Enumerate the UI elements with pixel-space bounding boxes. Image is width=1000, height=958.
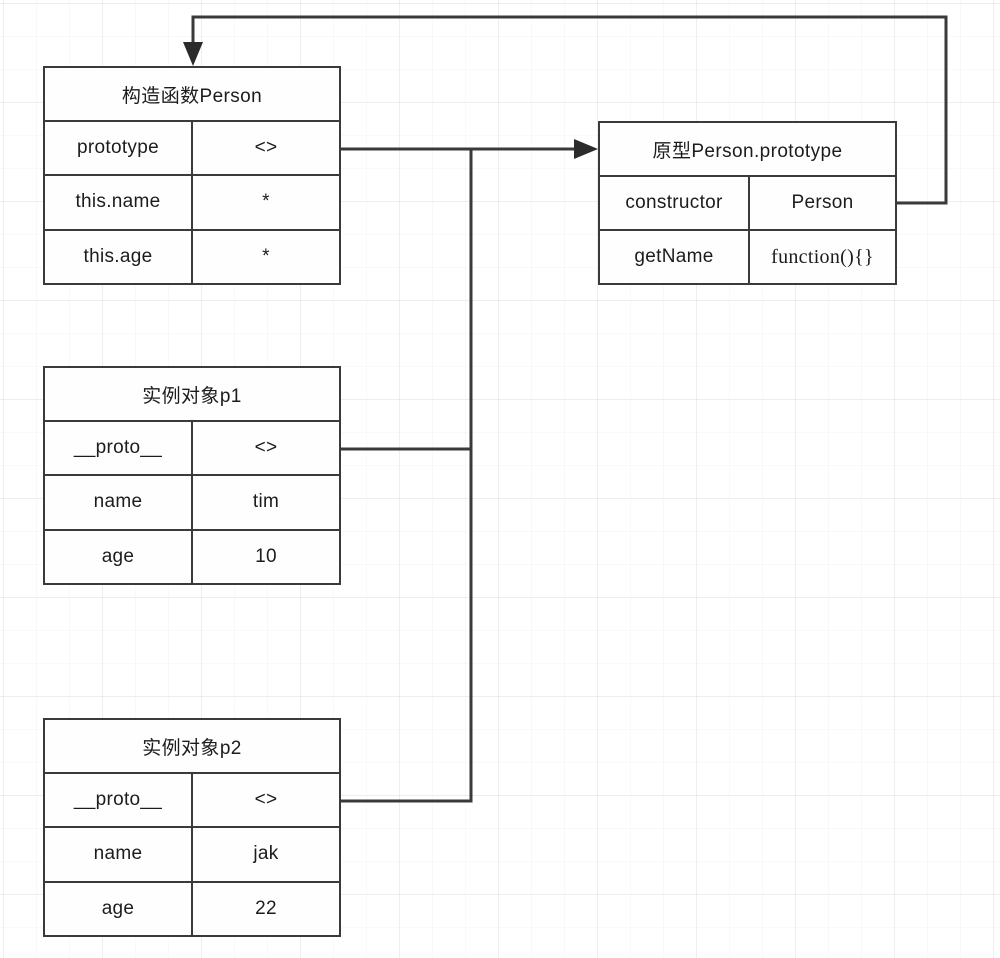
arrowhead-into-prototype <box>574 139 598 159</box>
cell-key-prototype: prototype <box>45 122 193 175</box>
cell-key-p1-name: name <box>45 476 193 529</box>
node-header-p1: 实例对象p1 <box>45 368 339 422</box>
cell-value-this-name: * <box>262 191 270 213</box>
cell-key-p2-age: age <box>45 882 193 935</box>
cell-value-p2-age: 22 <box>255 897 277 919</box>
node-constructor-person[interactable]: 构造函数Person prototype <> this.name * this… <box>43 66 341 285</box>
table-row: name jak <box>45 828 339 883</box>
node-header-person: 构造函数Person <box>45 68 339 122</box>
cell-key-constructor: constructor <box>600 177 750 229</box>
arrowhead-into-person <box>183 42 203 66</box>
cell-key-this-age: this.age <box>45 230 193 283</box>
table-row: name tim <box>45 476 339 531</box>
table-row: constructor Person <box>600 177 895 231</box>
table-row: age 22 <box>45 882 339 935</box>
cell-value-this-age: * <box>262 245 270 267</box>
cell-value-p2-name: jak <box>253 843 279 865</box>
connector-p2-proto-to-prototype <box>341 449 473 803</box>
table-row: prototype <> <box>45 122 339 177</box>
cell-value-prototype: <> <box>254 137 278 159</box>
table-row: this.age * <box>45 230 339 283</box>
cell-value-p1-name: tim <box>252 491 280 513</box>
node-prototype-object[interactable]: 原型Person.prototype constructor Person ge… <box>598 121 897 285</box>
cell-value-getname: function(){} <box>771 245 874 268</box>
cell-key-p1-age: age <box>45 530 193 583</box>
node-header-prototype: 原型Person.prototype <box>600 123 895 177</box>
cell-key-p2-name: name <box>45 828 193 881</box>
cell-value-p1-proto: <> <box>254 437 278 459</box>
cell-key-p1-proto: __proto__ <box>45 422 193 475</box>
cell-value-p2-proto: <> <box>254 789 278 811</box>
table-row: getName function(){} <box>600 231 895 283</box>
table-row: __proto__ <> <box>45 422 339 477</box>
table-row: __proto__ <> <box>45 774 339 829</box>
table-row: age 10 <box>45 530 339 583</box>
cell-value-p1-age: 10 <box>255 545 277 567</box>
cell-key-p2-proto: __proto__ <box>45 774 193 827</box>
cell-key-getname: getName <box>600 231 750 283</box>
table-row: this.name * <box>45 176 339 231</box>
cell-value-constructor: Person <box>791 192 854 213</box>
cell-key-this-name: this.name <box>45 176 193 229</box>
connector-p1-proto-to-prototype <box>341 149 473 451</box>
node-header-p2: 实例对象p2 <box>45 720 339 774</box>
node-instance-p2[interactable]: 实例对象p2 __proto__ <> name jak age 22 <box>43 718 341 937</box>
node-instance-p1[interactable]: 实例对象p1 __proto__ <> name tim age 10 <box>43 366 341 585</box>
